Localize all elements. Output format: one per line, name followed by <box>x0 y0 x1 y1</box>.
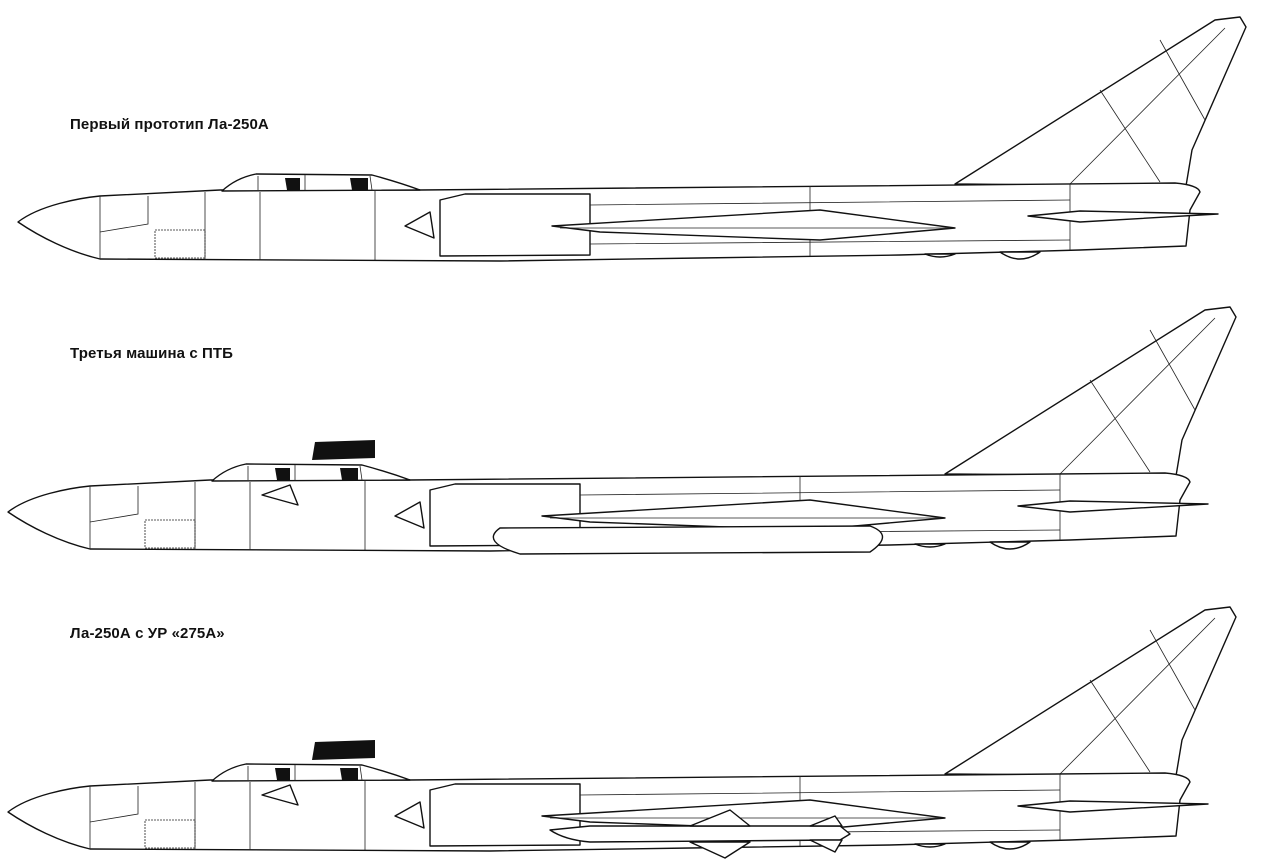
caption-drop-tank: Третья машина с ПТБ <box>70 345 234 362</box>
caption-prototype: Первый прототип Ла-250А <box>70 116 269 133</box>
aircraft-missile <box>7 606 1237 859</box>
aircraft-prototype <box>17 16 1247 262</box>
aircraft-drop-tank <box>7 306 1237 555</box>
missile-275a <box>549 809 851 859</box>
caption-missile: Ла-250А с УР «275А» <box>70 625 225 642</box>
drop-tank <box>492 525 884 555</box>
